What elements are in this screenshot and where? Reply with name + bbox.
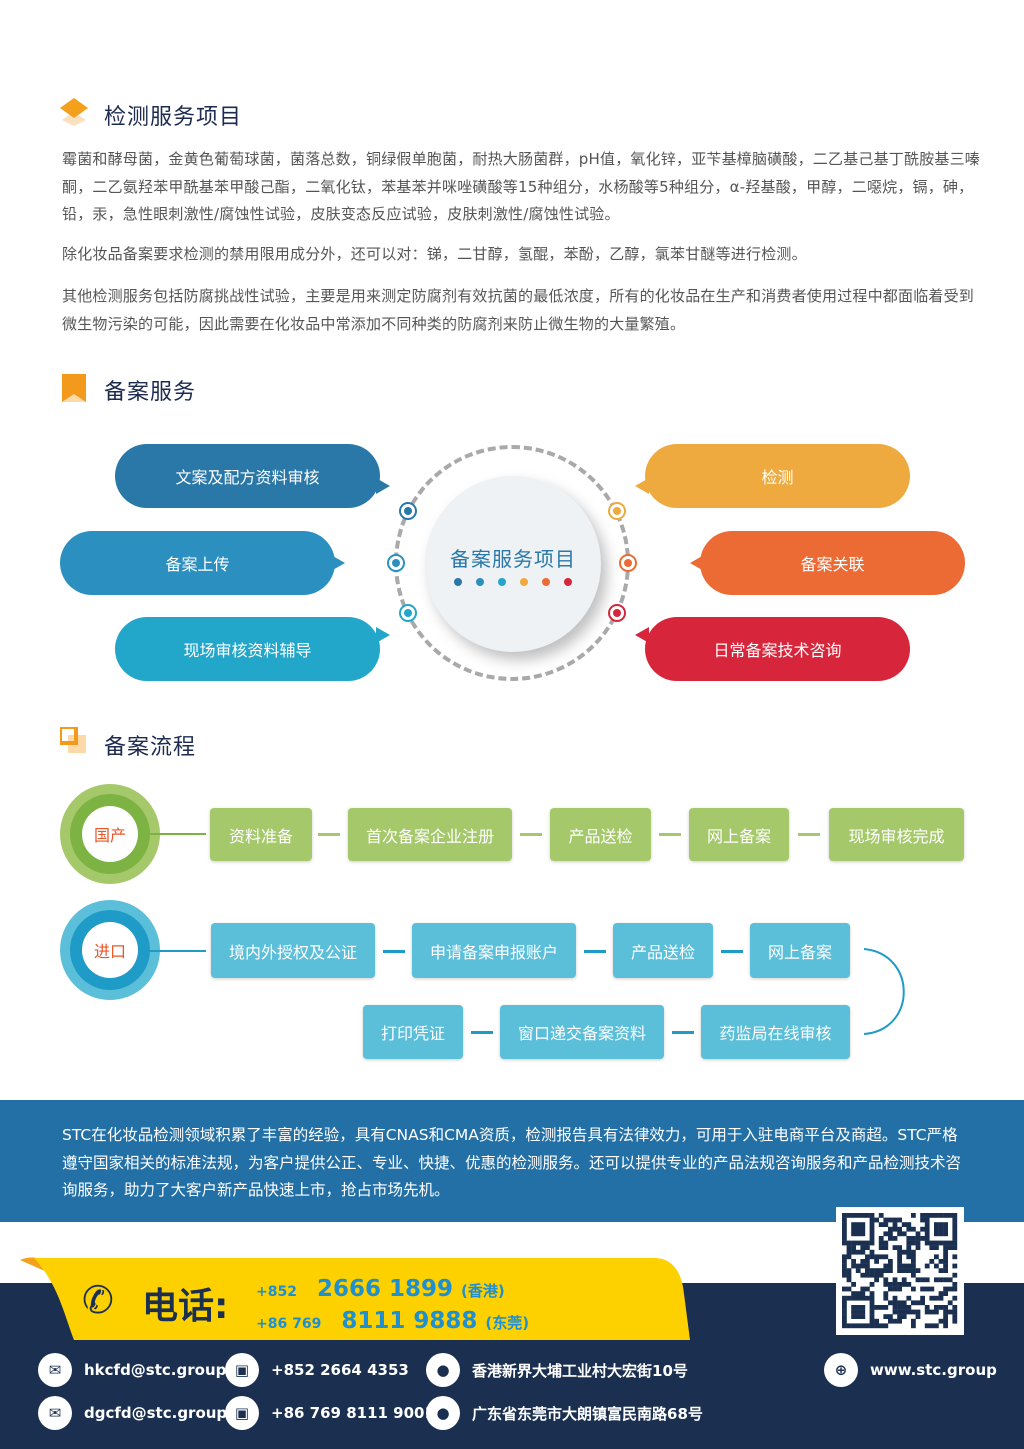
- website: ⊕ www.stc.group: [824, 1353, 997, 1387]
- dot: [564, 577, 572, 586]
- phone-code: +86 769: [256, 1316, 322, 1332]
- address-hk: ● 香港新界大埔工业村大宏街10号: [426, 1353, 688, 1387]
- dot: [454, 577, 462, 586]
- orbit-node: [608, 604, 626, 622]
- email-hk: ✉ hkcfd@stc.group: [38, 1353, 226, 1387]
- about-text: STC在化妆品检测领域积累了丰富的经验，具有CNAS和CMA资质，检测报告具有法…: [62, 1126, 962, 1199]
- imported-step: 药监局在线审核: [701, 1005, 850, 1059]
- dot: [520, 577, 528, 586]
- bubble-label: 备案关联: [800, 555, 865, 574]
- testing-items-paragraph: 霉菌和酵母菌，金黄色葡萄球菌，菌落总数，铜绿假单胞菌，耐热大肠菌群，pH值，氧化…: [62, 150, 981, 223]
- phone-dg: +86 769 8111 9888 (东莞): [256, 1308, 529, 1334]
- bookmark-section-icon: [62, 374, 86, 402]
- phone-number[interactable]: 8111 9888: [341, 1308, 478, 1334]
- address-dg: ● 广东省东莞市大朗镇富民南路68号: [426, 1396, 703, 1430]
- service-bubble-testing: 检测: [635, 444, 910, 508]
- website-link[interactable]: www.stc.group: [870, 1361, 997, 1379]
- email-link[interactable]: hkcfd@stc.group: [84, 1361, 227, 1379]
- email-link[interactable]: dgcfd@stc.group: [84, 1404, 228, 1422]
- imported-step: 产品送检: [613, 923, 713, 978]
- fax-hk: ▣ +852 2664 4353: [225, 1353, 409, 1387]
- dot: [542, 577, 550, 586]
- location-pin-icon: ●: [426, 1396, 460, 1430]
- connector: [138, 950, 206, 952]
- location-pin-icon: ●: [426, 1353, 460, 1387]
- globe-icon: ⊕: [824, 1353, 858, 1387]
- orbit-node: [399, 502, 417, 520]
- imported-step: 申请备案申报账户: [412, 923, 576, 978]
- orbit-node: [387, 554, 405, 572]
- fax-icon: ▣: [225, 1353, 259, 1387]
- service-bubble-document-review: 文案及配方资料审核: [115, 444, 390, 508]
- imported-step: 窗口递交备案资料: [500, 1005, 664, 1059]
- domestic-step: 资料准备: [210, 808, 312, 861]
- fax-dg: ▣ +86 769 8111 9001: [225, 1396, 435, 1430]
- phone-label: 电话:: [142, 1286, 229, 1327]
- preservative-paragraph: 其他检测服务包括防腐挑战性试验，主要是用来测定防腐剂有效抗菌的最低浓度，所有的化…: [62, 287, 975, 333]
- service-bubble-consulting: 日常备案技术咨询: [635, 617, 910, 681]
- domestic-step: 网上备案: [689, 808, 789, 861]
- address-text: 香港新界大埔工业村大宏街10号: [472, 1361, 688, 1380]
- bubble-label: 备案上传: [165, 555, 230, 574]
- service-bubble-linking: 备案关联: [690, 531, 965, 595]
- bubble-label: 检测: [761, 468, 794, 487]
- squares-section-icon: [60, 727, 86, 753]
- center-circle: 备案服务项目: [425, 476, 601, 652]
- dot: [498, 577, 506, 586]
- domestic-step: 首次备案企业注册: [348, 808, 512, 861]
- fax-number: +852 2664 4353: [271, 1361, 409, 1379]
- domestic-badge: 国产: [60, 784, 160, 884]
- phone-ribbon: [20, 1257, 690, 1340]
- diamond-section-icon: [60, 98, 88, 126]
- phone-number[interactable]: 2666 1899: [316, 1276, 454, 1302]
- email-dg: ✉ dgcfd@stc.group: [38, 1396, 227, 1430]
- imported-badge: 进口: [60, 900, 160, 1000]
- about-banner: STC在化妆品检测领域积累了丰富的经验，具有CNAS和CMA资质，检测报告具有法…: [0, 1100, 1024, 1222]
- fax-number: +86 769 8111 9001: [271, 1404, 435, 1422]
- qr-code: [836, 1207, 964, 1335]
- dot: [476, 577, 484, 586]
- section-title-testing: 检测服务项目: [104, 105, 243, 130]
- bubble-label: 日常备案技术咨询: [713, 641, 842, 660]
- bubble-label: 文案及配方资料审核: [175, 468, 320, 487]
- section-title-process: 备案流程: [104, 735, 197, 760]
- orbit-node: [608, 502, 626, 520]
- phone-region: (东莞): [485, 1314, 530, 1332]
- section-title-filing: 备案服务: [104, 380, 197, 405]
- service-bubble-upload: 备案上传: [60, 531, 345, 595]
- service-bubble-onsite-guidance: 现场审核资料辅导: [115, 617, 390, 681]
- address-text: 广东省东莞市大朗镇富民南路68号: [472, 1404, 703, 1423]
- imported-step: 境内外授权及公证: [211, 923, 375, 978]
- imported-step: 打印凭证: [363, 1005, 463, 1059]
- domestic-label: 国产: [82, 806, 138, 862]
- phone-code: +852: [256, 1284, 297, 1300]
- domestic-step: 产品送检: [550, 808, 651, 861]
- mail-icon: ✉: [38, 1353, 72, 1387]
- domestic-step: 现场审核完成: [829, 808, 964, 861]
- orbit-node: [619, 554, 637, 572]
- phone-icon: ✆: [82, 1278, 114, 1322]
- mail-icon: ✉: [38, 1396, 72, 1430]
- fax-icon: ▣: [225, 1396, 259, 1430]
- extra-testing-paragraph: 除化妆品备案要求检测的禁用限用成分外，还可以对：锑，二甘醇，氢醌，苯酚，乙醇，氯…: [62, 245, 807, 263]
- phone-region: (香港): [461, 1282, 505, 1300]
- color-dots: [454, 577, 572, 586]
- imported-step: 网上备案: [750, 923, 850, 978]
- phone-hk: +852 2666 1899 (香港): [256, 1276, 505, 1302]
- imported-label: 进口: [82, 922, 138, 978]
- orbit-node: [399, 604, 417, 622]
- center-title: 备案服务项目: [450, 546, 576, 571]
- flow-curve: [863, 948, 905, 1035]
- connector: [138, 833, 206, 835]
- bubble-label: 现场审核资料辅导: [183, 641, 312, 660]
